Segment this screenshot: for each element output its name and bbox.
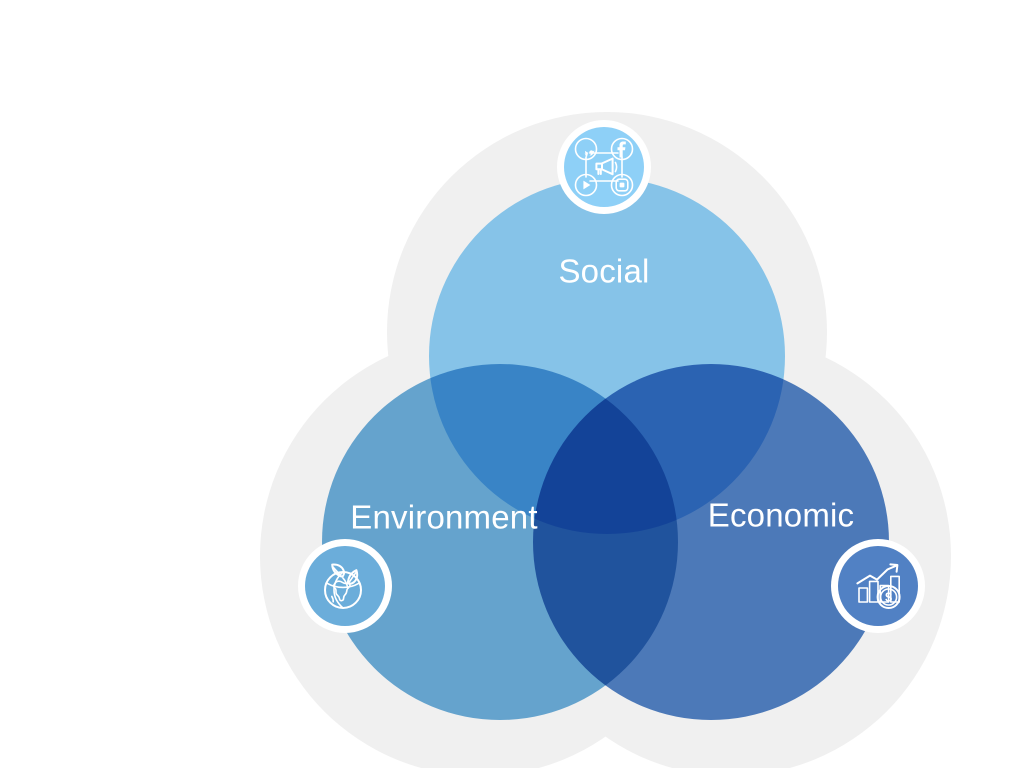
dollar-coin-inner <box>879 588 898 606</box>
twitter-bird-glyph <box>584 150 595 157</box>
social-connector-lines <box>585 152 623 182</box>
growth-chart-dollar-icon: $ <box>856 563 901 609</box>
bar-chart-bar-3 <box>879 584 890 603</box>
leaf-left-vein <box>332 566 342 577</box>
megaphone-sound-wave <box>614 161 618 173</box>
instagram-icon <box>610 173 634 197</box>
venn-label-social: Social <box>558 253 649 290</box>
leaf-right-vein <box>348 571 357 584</box>
venn-label-economic: Economic <box>708 497 855 534</box>
bar-chart-bar-1 <box>858 587 869 603</box>
leaf-stem <box>342 577 349 587</box>
trend-arrow-line <box>856 564 898 585</box>
globe-continent-detail <box>331 595 335 603</box>
badge-social-disc <box>564 127 644 207</box>
megaphone-icon <box>595 157 618 176</box>
badge-environment[interactable] <box>298 539 392 633</box>
play-button-icon <box>574 173 598 197</box>
instagram-lens-glyph <box>619 182 625 188</box>
dollar-coin-outer <box>876 585 901 609</box>
badge-social[interactable] <box>557 120 651 214</box>
megaphone-body <box>595 162 603 171</box>
megaphone-handle <box>597 168 602 175</box>
globe-parallel <box>326 582 360 589</box>
badge-environment-disc <box>305 546 385 626</box>
twitter-bird-icon <box>574 137 598 161</box>
dollar-sign-glyph: $ <box>885 590 892 604</box>
venn-circles-group <box>322 178 889 720</box>
venn-labels-group: Social Environment Economic <box>350 253 854 536</box>
badge-economic[interactable]: $ <box>831 539 925 633</box>
venn-label-environment: Environment <box>350 499 537 536</box>
venn-circle-economic[interactable] <box>533 364 889 720</box>
globe-leaf-icon <box>324 563 362 609</box>
leaf-right <box>346 569 359 585</box>
play-triangle-glyph <box>583 180 591 190</box>
instagram-frame-glyph <box>615 178 629 192</box>
facebook-f-glyph <box>617 141 626 158</box>
globe-meridian-left <box>333 571 344 609</box>
leaf-left <box>331 563 346 578</box>
facebook-icon <box>610 137 634 161</box>
social-network-icon <box>574 137 634 197</box>
trend-arrow-head <box>889 563 899 573</box>
